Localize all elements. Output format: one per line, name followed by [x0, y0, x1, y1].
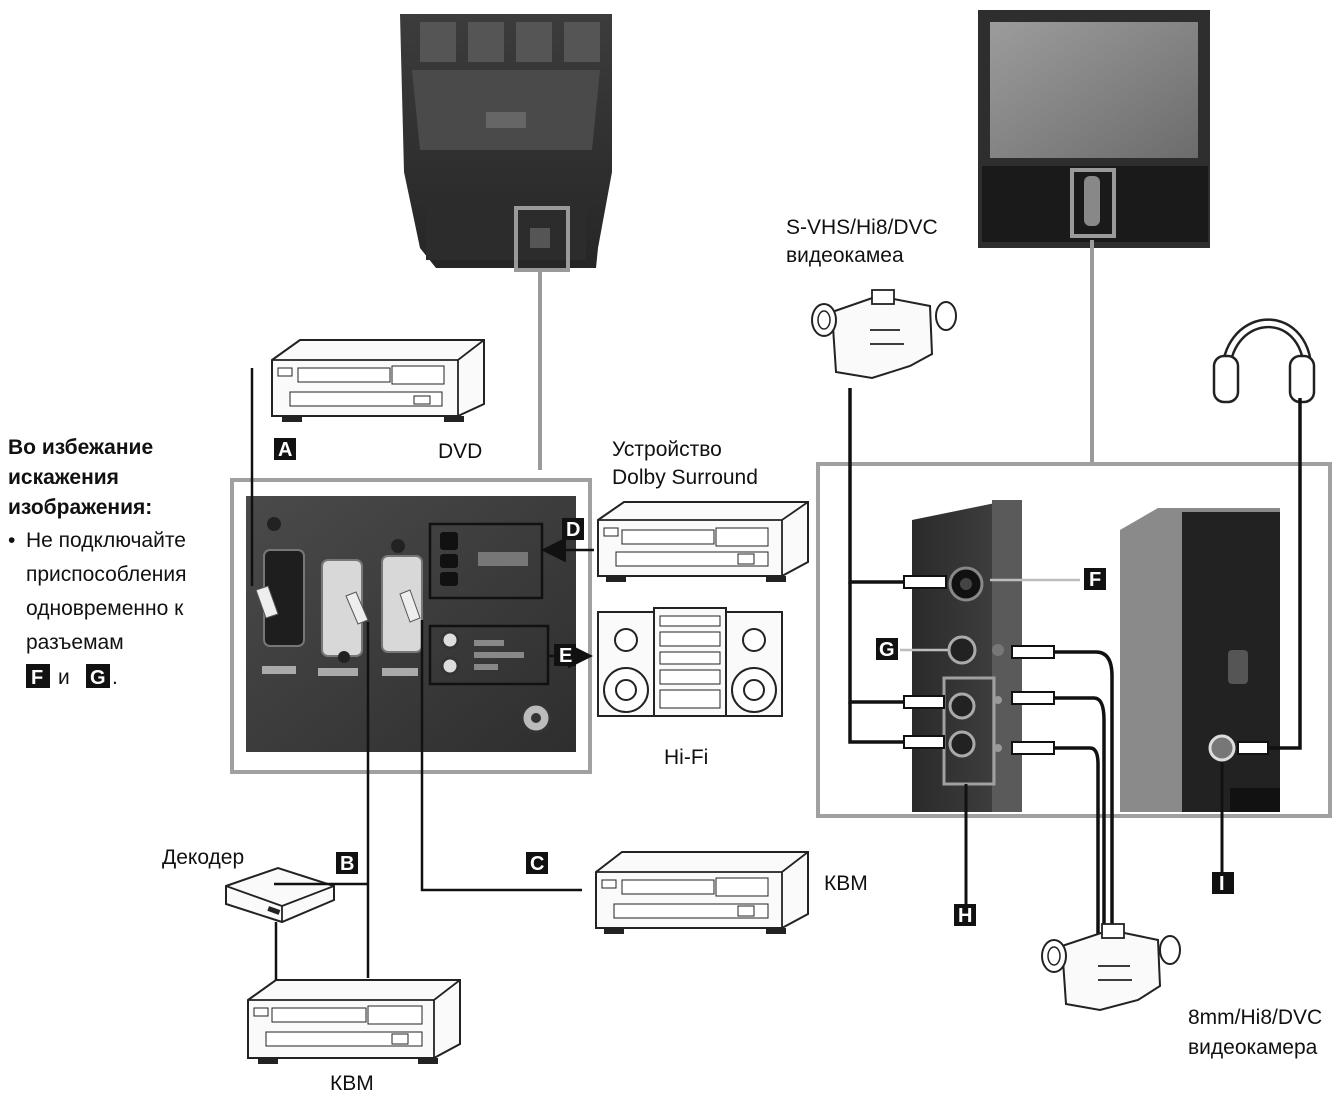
cable-c: [420, 620, 582, 892]
badge-i: [1212, 872, 1234, 894]
cable-h-top-2: [848, 702, 904, 744]
badge-b-text: B: [340, 853, 354, 875]
warning-note: Во избежание искажения изображения: • Не…: [8, 436, 186, 689]
plug-h-1: [903, 695, 945, 709]
front-headphone-panel: [1120, 508, 1280, 812]
warning-badge-g-text: G: [90, 667, 106, 689]
scart-socket-3: [381, 555, 423, 653]
vcr-c: [595, 851, 809, 934]
plug-cam2-2: [1011, 691, 1055, 705]
label-hifi: Hi-Fi: [664, 746, 708, 769]
plug-h-2: [903, 735, 945, 749]
badge-e: [554, 644, 576, 666]
warning-body-line-4: разъемам: [26, 631, 124, 654]
cable-cam2-1: [1054, 650, 1114, 932]
warning-badge-g: [86, 664, 110, 688]
label-camera-top-line-2: видеокамеа: [786, 244, 904, 267]
plug-headphones: [1237, 741, 1269, 755]
badge-h-text: H: [958, 905, 972, 927]
label-camera-bottom-line-1: 8mm/Hi8/DVC: [1188, 1006, 1322, 1029]
label-decoder: Декодер: [162, 846, 244, 869]
warning-body-line-1: Не подключайте: [26, 529, 186, 552]
badge-d-text: D: [566, 519, 580, 541]
badge-a-text: A: [278, 439, 292, 461]
badge-g-text: G: [879, 639, 895, 661]
tv-rear-view: [400, 14, 612, 272]
label-vcr-c: КВМ: [824, 872, 868, 895]
label-camera-bottom-line-2: видеокамера: [1188, 1036, 1318, 1059]
front-panel-frame: [816, 462, 1332, 818]
headphones-icon: [1212, 318, 1316, 404]
cable-f: [848, 388, 904, 584]
label-dvd: DVD: [438, 440, 482, 463]
warning-title-line-2: искажения: [8, 466, 119, 489]
warning-body-line-2: приспособления: [26, 563, 186, 586]
label-vcr-b: КВМ: [330, 1072, 374, 1093]
label-dolby-line-1: Устройство: [612, 438, 722, 461]
warning-body-line-3: одновременно к: [26, 597, 184, 620]
decoder-device: [225, 866, 335, 924]
label-camera-top-line-1: S-VHS/Hi8/DVC: [786, 216, 938, 239]
warning-bullet: •: [8, 529, 15, 552]
hifi-system: [597, 607, 783, 717]
label-dolby-line-2: Dolby Surround: [612, 466, 758, 489]
badge-c-text: C: [530, 853, 544, 875]
badge-f-text: F: [1089, 569, 1101, 591]
dvd-player: [271, 339, 485, 422]
vcr-b: [247, 979, 461, 1064]
plug-cam2-1: [1011, 645, 1055, 659]
warning-badge-f-text: F: [31, 667, 43, 689]
badge-b: [336, 852, 358, 874]
badge-g: [876, 638, 898, 660]
rear-panel-frame: [230, 478, 592, 774]
warning-title-line-1: Во избежание: [8, 436, 153, 459]
badge-d: [562, 518, 584, 540]
tv-front-view: [978, 10, 1210, 248]
warning-connector: и: [58, 666, 70, 689]
camcorder-top-icon: [811, 289, 957, 380]
badge-c: [526, 852, 548, 874]
badge-a: [274, 438, 296, 460]
badge-f: [1084, 568, 1106, 590]
front-side-panel: [912, 500, 1022, 812]
rear-connector-panel: [246, 496, 576, 752]
warning-badge-f: [26, 664, 50, 688]
cable-headphones: [1266, 398, 1302, 750]
warning-end-dot: .: [112, 666, 118, 689]
plug-cam2-3: [1011, 741, 1055, 755]
badge-e-text: E: [559, 645, 572, 667]
plug-f: [903, 575, 947, 589]
dolby-surround-device: [597, 501, 809, 582]
badge-i-text: I: [1219, 873, 1225, 895]
camcorder-bottom-icon: [1041, 923, 1181, 1012]
cable-cam2-3: [1054, 746, 1100, 934]
cable-cam2-2: [1054, 696, 1106, 936]
warning-title-line-3: изображения:: [8, 496, 152, 519]
badge-h: [954, 904, 976, 926]
